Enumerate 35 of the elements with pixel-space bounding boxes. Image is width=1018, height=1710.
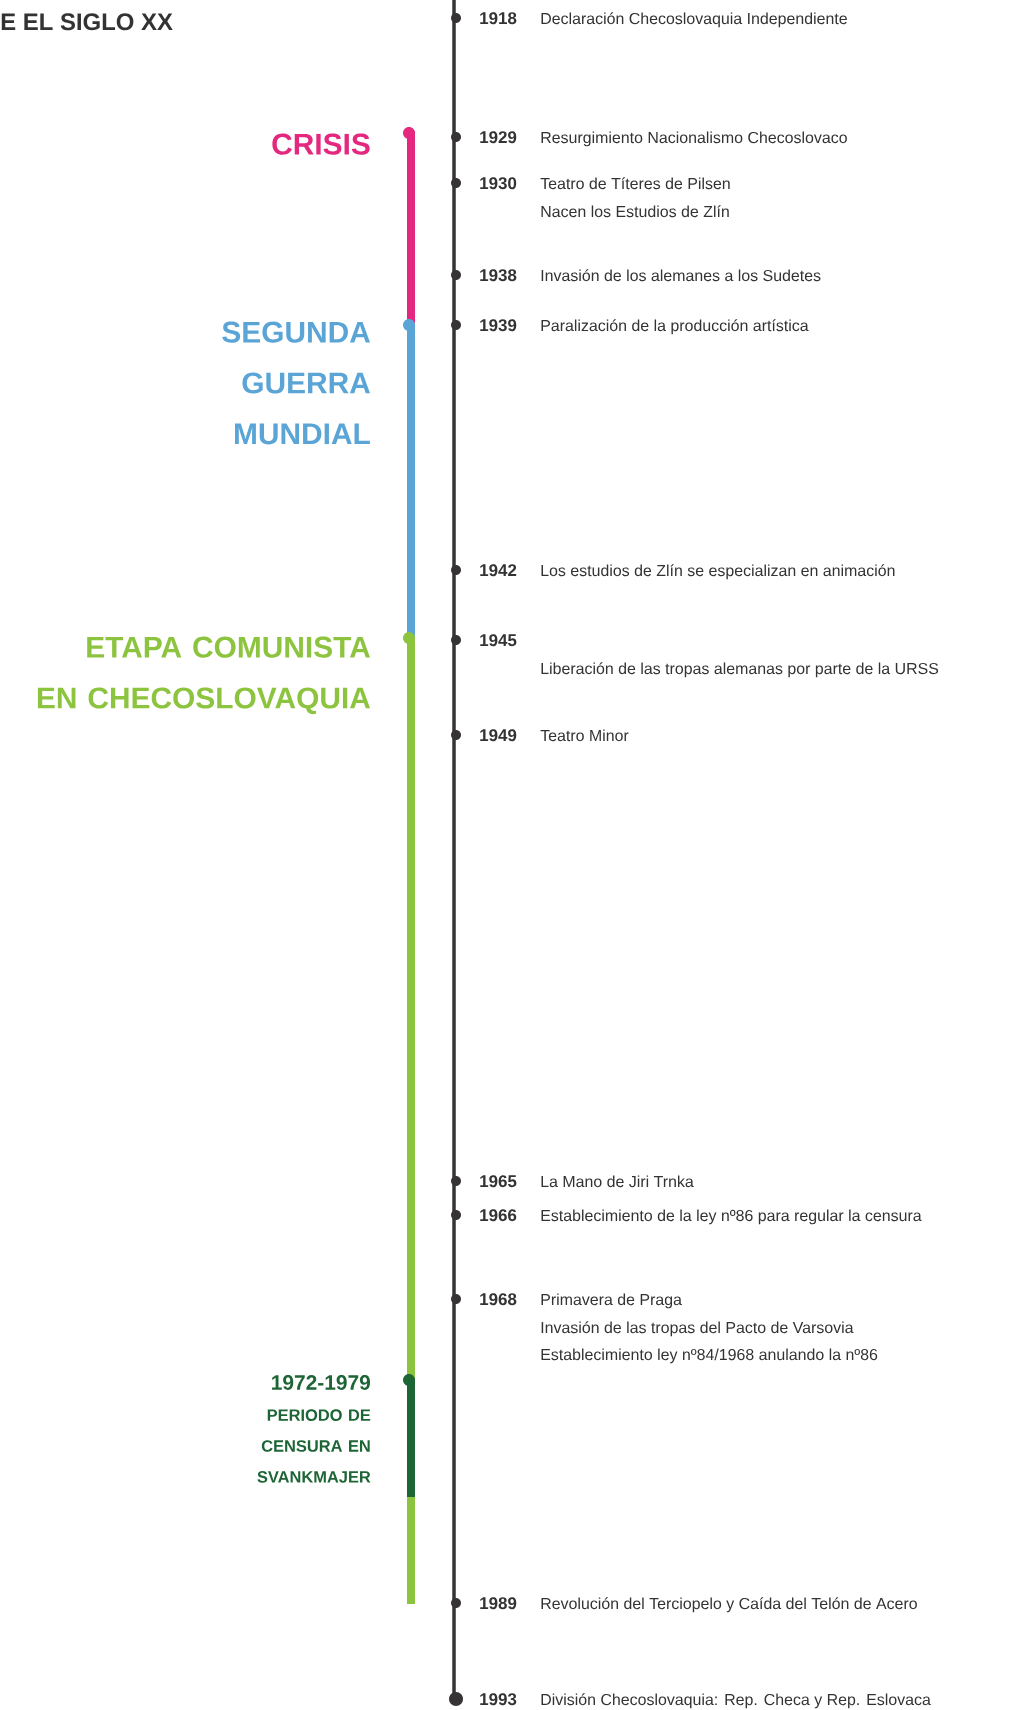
event-text: Primavera de Praga bbox=[541, 1293, 682, 1309]
event-text: Establecimiento ley nº84/1968 anulando la nº86 bbox=[541, 1348, 878, 1364]
year-label: 1966 bbox=[480, 1209, 517, 1222]
event-text: Invasión de los alemanes a los Sudetes bbox=[541, 269, 821, 282]
year-label: 1949 bbox=[480, 729, 517, 742]
event-text: La Mano de Jiri Trnka bbox=[541, 1175, 694, 1188]
year-label: 1942 bbox=[480, 564, 517, 577]
event-text: Establecimiento de la ley nº86 para regular la censura bbox=[541, 1209, 922, 1225]
year-label: 1918 bbox=[480, 12, 517, 25]
period-label: CRISIS bbox=[272, 133, 370, 155]
event-text: Liberación de las tropas alemanas por parte de la URSS bbox=[541, 662, 939, 678]
year-label: 1968 bbox=[480, 1293, 517, 1306]
event-text: Invasión de las tropas del Pacto de Varsovia bbox=[541, 1321, 854, 1337]
event-text: Los estudios de Zlín se especializan en animación bbox=[541, 564, 895, 580]
event-text: Teatro de Títeres de Pilsen bbox=[540, 177, 730, 190]
event-text: Paralización de la producción artística bbox=[541, 319, 809, 335]
year-label: 1930 bbox=[480, 177, 517, 190]
year-label: 1929 bbox=[480, 131, 517, 144]
year-label: 1945 bbox=[480, 634, 517, 647]
event-text: Teatro Minor bbox=[540, 729, 629, 742]
year-label: 1938 bbox=[480, 269, 517, 282]
event-text: División Checoslovaquia: Rep. Checa y Rep. Eslovaca bbox=[541, 1693, 931, 1709]
event-text: Resurgimiento Nacionalismo Checoslovaco bbox=[541, 131, 847, 147]
period-label: PERIODO DE CENSURA EN SVANKMAJER bbox=[257, 1409, 371, 1483]
period-label: SEGUNDA GUERRA MUNDIAL bbox=[222, 321, 370, 445]
year-label: 1939 bbox=[480, 319, 517, 332]
title: E EL SIGLO XX bbox=[1, 13, 173, 31]
event-text: Declaración Checoslovaquia Independiente bbox=[541, 12, 847, 28]
event-text: Nacen los Estudios de Zlín bbox=[541, 205, 729, 218]
event-text: Revolución del Terciopelo y Caída del Telón de Acero bbox=[541, 1597, 917, 1613]
year-label: 1965 bbox=[480, 1175, 517, 1188]
period-label: 1972-1979 bbox=[272, 1375, 370, 1390]
year-label: 1989 bbox=[480, 1597, 517, 1610]
period-label: ETAPA COMUNISTA EN CHECOSLOVAQUIA bbox=[37, 636, 371, 715]
year-label: 1993 bbox=[480, 1693, 517, 1706]
